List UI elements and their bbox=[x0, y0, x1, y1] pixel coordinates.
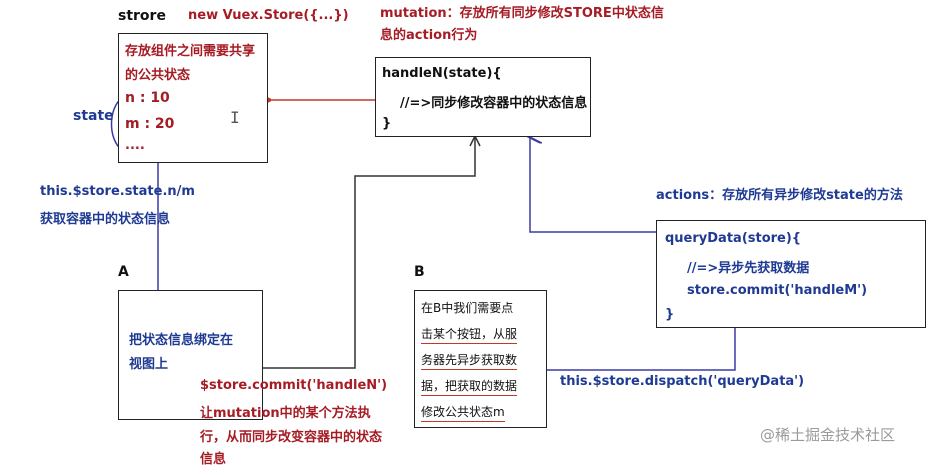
mutation-code-3: } bbox=[382, 116, 392, 131]
component-b-box: 在B中我们需要点 击某个按钮，从服 务器先异步获取数 据，把获取的数据 修改公共… bbox=[414, 290, 547, 428]
actions-code-4: } bbox=[665, 307, 675, 322]
mutation-title-1: mutation：存放所有同步修改STORE中状态信 bbox=[380, 6, 664, 21]
component-b-line-2: 击某个按钮，从服 bbox=[421, 325, 518, 344]
mutation-code-1: handleN(state){ bbox=[382, 66, 502, 81]
actions-code-1: queryData(store){ bbox=[665, 231, 802, 246]
watermark: @稀土掘金技术社区 bbox=[760, 426, 896, 444]
actions-box: queryData(store){ //=>异步先获取数据 store.comm… bbox=[656, 220, 926, 328]
store-constructor: new Vuex.Store({...}) bbox=[188, 8, 349, 23]
component-a-line-2: 视图上 bbox=[129, 357, 169, 372]
read-hint-desc: 获取容器中的状态信息 bbox=[40, 212, 171, 227]
store-line-1: 存放组件之间需要共享 bbox=[125, 44, 256, 59]
actions-commit-to-mutation-line bbox=[530, 136, 656, 233]
dispatch-note: this.$store.dispatch('queryData') bbox=[560, 374, 805, 389]
commit-note-line-2: 让mutation中的某个方法执 bbox=[200, 406, 371, 421]
component-b-line-4: 据，把获取的数据 bbox=[421, 377, 518, 396]
component-a-label: A bbox=[118, 264, 129, 280]
store-state-n: n : 10 bbox=[125, 90, 170, 106]
mutation-title-2: 息的action行为 bbox=[380, 28, 478, 43]
mutation-code-2: //=>同步修改容器中的状态信息 bbox=[400, 96, 588, 111]
component-b-label: B bbox=[414, 264, 425, 280]
commit-note-line-4: 信息 bbox=[200, 452, 227, 467]
commit-note-code: $store.commit('handleN') bbox=[200, 378, 388, 393]
state-label: state bbox=[73, 108, 114, 124]
actions-code-2: //=>异步先获取数据 bbox=[687, 261, 810, 276]
text-cursor-icon: I bbox=[230, 108, 240, 127]
actions-title: actions：存放所有异步修改state的方法 bbox=[656, 188, 903, 203]
component-a-line-1: 把状态信息绑定在 bbox=[129, 333, 234, 348]
store-title: strore bbox=[118, 8, 166, 24]
store-line-2: 的公共状态 bbox=[125, 68, 191, 83]
store-state-m: m : 20 bbox=[125, 116, 175, 132]
component-b-line-5: 修改公共状态m bbox=[421, 403, 505, 422]
component-b-line-1: 在B中我们需要点 bbox=[421, 301, 514, 315]
component-b-line-3: 务器先异步获取数 bbox=[421, 351, 518, 370]
store-state-more: .... bbox=[125, 138, 145, 153]
component-a-box: 把状态信息绑定在 视图上 bbox=[118, 290, 263, 420]
commit-note-line-3: 行，从而同步改变容器中的状态 bbox=[200, 430, 383, 445]
store-box: 存放组件之间需要共享 的公共状态 n : 10 m : 20 .... bbox=[118, 33, 268, 163]
actions-code-3: store.commit('handleM') bbox=[687, 283, 868, 298]
mutation-box: handleN(state){ //=>同步修改容器中的状态信息 } bbox=[375, 57, 591, 137]
a-commit-arrowhead bbox=[469, 134, 481, 147]
read-hint-code: this.$store.state.n/m bbox=[40, 184, 195, 199]
